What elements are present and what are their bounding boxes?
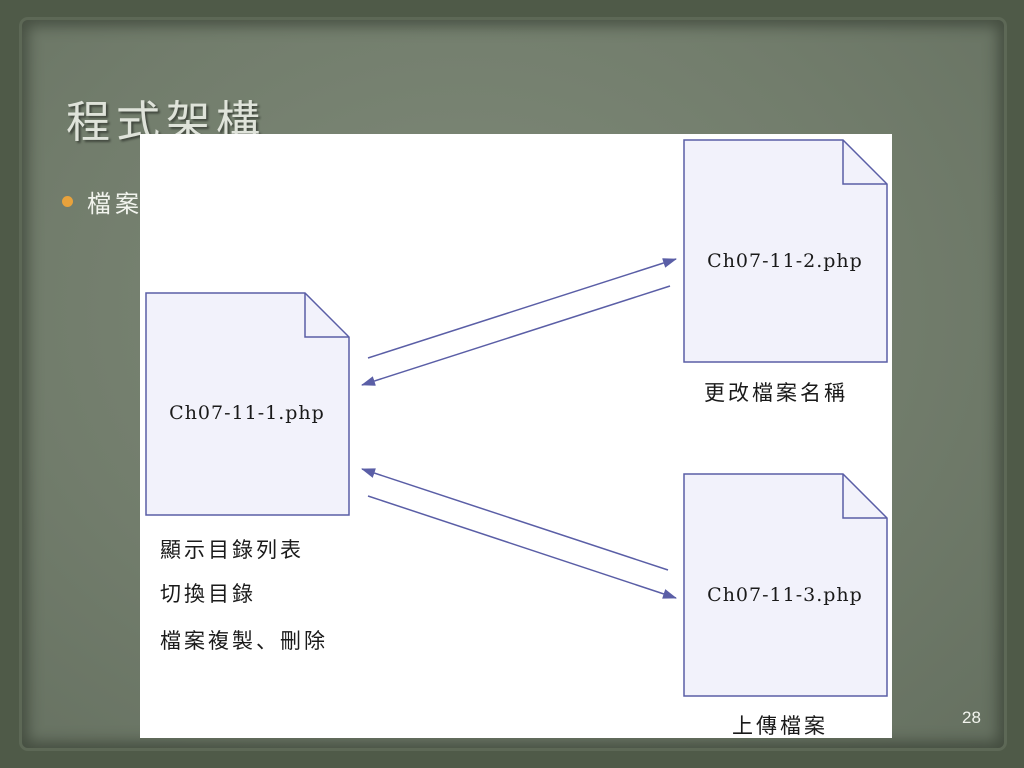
document-icon [145, 292, 350, 516]
document-fold [842, 140, 887, 185]
bullet-dot-icon [62, 196, 73, 207]
arrow-main-to-rename [367, 258, 677, 359]
arrow-rename-to-main [361, 285, 671, 386]
document-icon [683, 139, 888, 363]
caption-list-directory: 顯示目錄列表 [160, 538, 304, 562]
architecture-diagram: Ch07-11-1.php Ch07-11-2.php Ch07-11-3.ph… [140, 134, 892, 738]
arrow-upload-to-main [361, 468, 669, 571]
caption-copy-delete: 檔案複製、刪除 [160, 629, 328, 653]
file-name-main: Ch07-11-1.php [169, 402, 325, 424]
diagram-canvas: Ch07-11-1.php Ch07-11-2.php Ch07-11-3.ph… [145, 139, 888, 697]
document-icon [683, 473, 888, 697]
caption-rename: 更改檔案名稱 [704, 381, 848, 405]
caption-change-directory: 切換目錄 [160, 582, 256, 606]
page-number: 28 [962, 708, 981, 727]
document-fold [304, 293, 349, 338]
file-node-upload: Ch07-11-3.php [683, 473, 888, 697]
arrow-main-to-upload [367, 495, 677, 599]
bullet-item: 檔案 [62, 184, 143, 219]
file-name-upload: Ch07-11-3.php [707, 584, 863, 606]
caption-upload: 上傳檔案 [732, 714, 828, 738]
file-node-main: Ch07-11-1.php [145, 292, 350, 516]
file-node-rename: Ch07-11-2.php [683, 139, 888, 363]
file-name-rename: Ch07-11-2.php [707, 250, 863, 272]
document-fold [842, 474, 887, 519]
bullet-text: 檔案 [87, 190, 143, 218]
